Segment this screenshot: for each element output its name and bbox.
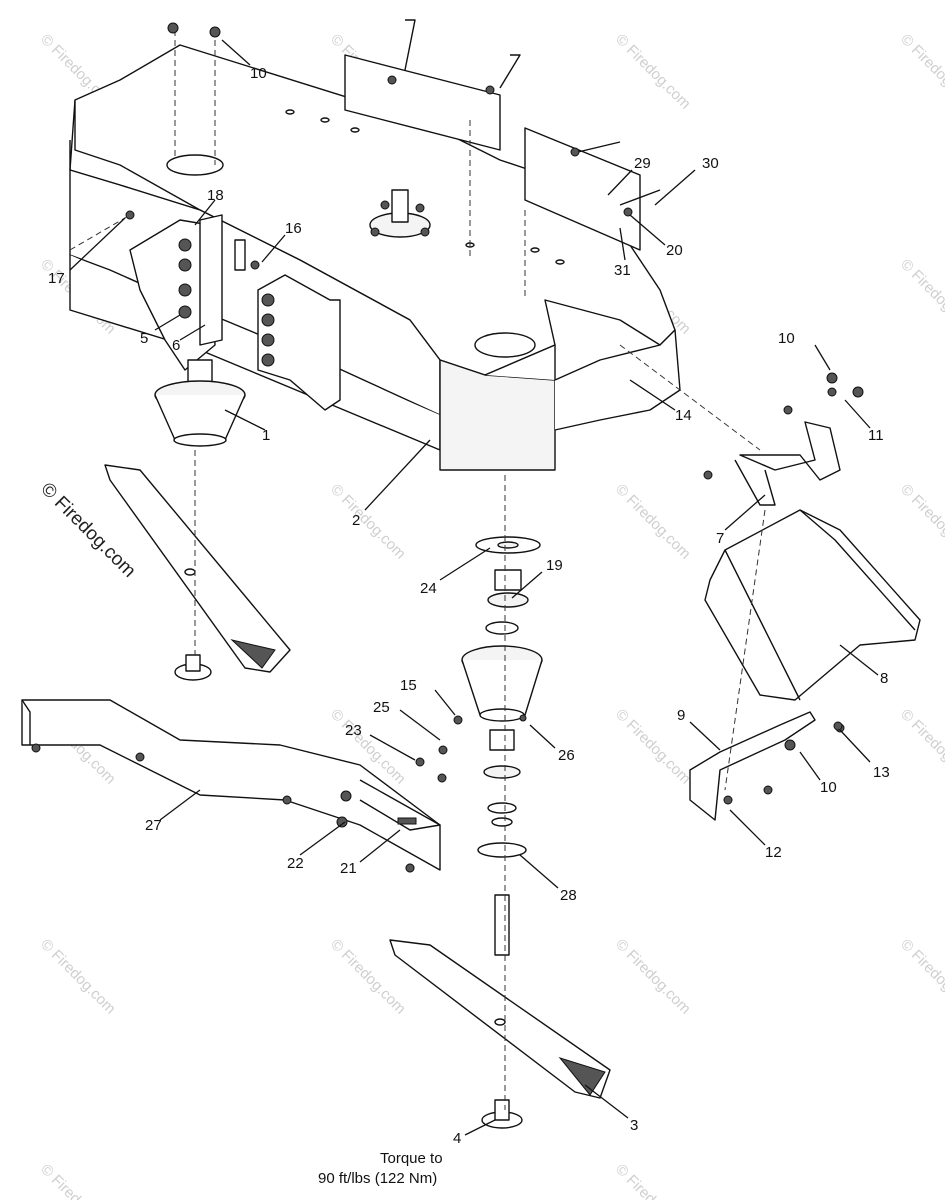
- callout-25: 25: [373, 699, 390, 716]
- callout-23: 23: [345, 722, 362, 739]
- callout-27: 27: [145, 817, 162, 834]
- callout-12: 12: [765, 844, 782, 861]
- belt-shield: [21, 699, 441, 873]
- callout-24: 24: [420, 580, 437, 597]
- watermark: © Firedog.com: [612, 1161, 694, 1200]
- callout-4: 4: [453, 1130, 461, 1147]
- watermark: © Firedog.com: [37, 936, 119, 1018]
- leader-lines: [69, 39, 879, 1136]
- watermark: © Firedog.com: [612, 936, 694, 1018]
- callout-13: 13: [873, 764, 890, 781]
- callout-31: 31: [614, 262, 631, 279]
- watermark: © Firedog.com: [897, 481, 945, 563]
- watermark: © Firedog.com: [897, 256, 945, 338]
- callout-6: 6: [172, 337, 180, 354]
- watermark: © Firedog.com: [612, 481, 694, 563]
- callout-10: 10: [820, 779, 837, 796]
- torque-note-line2: 90 ft/lbs (122 Nm): [318, 1170, 438, 1187]
- callout-1: 1: [262, 427, 270, 444]
- blade-left: [104, 464, 291, 681]
- callout-20: 20: [666, 242, 683, 259]
- callout-26: 26: [558, 747, 575, 764]
- watermark: © Firedog.com: [327, 481, 409, 563]
- torque-note-line1: Torque to: [380, 1150, 443, 1167]
- watermark: © Firedog.com: [897, 936, 945, 1018]
- callout-8: 8: [880, 670, 888, 687]
- hardware: [125, 19, 864, 873]
- callout-7: 7: [716, 530, 724, 547]
- deck-cover-plate: [344, 54, 641, 251]
- callout-5: 5: [140, 330, 148, 347]
- callout-labels: 1 2 3 4 5 6 7 8 9 10 10 10 11 12 13 14 1…: [48, 65, 890, 1147]
- chute-bracket-lower: [689, 711, 845, 821]
- callout-22: 22: [287, 855, 304, 872]
- callout-30: 30: [702, 155, 719, 172]
- alignment-lines: [69, 30, 766, 1110]
- watermark: © Firedog.com: [37, 1161, 119, 1200]
- chute-bracket-upper: [703, 405, 841, 506]
- discharge-chute: [704, 509, 921, 701]
- callout-11: 11: [868, 427, 884, 444]
- spindle-assembly-center: [453, 536, 543, 956]
- callout-15: 15: [400, 677, 417, 694]
- callout-14: 14: [675, 407, 692, 424]
- callout-21: 21: [340, 860, 357, 877]
- blade-center: [389, 939, 611, 1129]
- callout-16: 16: [285, 220, 302, 237]
- watermark: © Firedog.com: [612, 31, 694, 113]
- callout-28: 28: [560, 887, 577, 904]
- spindle-assembly-left: [154, 359, 246, 447]
- spindle-bracket-center: [257, 274, 341, 411]
- callout-29: 29: [634, 155, 651, 172]
- callout-19: 19: [546, 557, 563, 574]
- callout-10: 10: [778, 330, 795, 347]
- callout-17: 17: [48, 270, 65, 287]
- callout-10: 10: [250, 65, 267, 82]
- callout-18: 18: [207, 187, 224, 204]
- callout-2: 2: [352, 512, 360, 529]
- callout-3: 3: [630, 1117, 638, 1134]
- callout-9: 9: [677, 707, 685, 724]
- watermark: © Firedog.com: [897, 706, 945, 788]
- watermark: © Firedog.com: [897, 31, 945, 113]
